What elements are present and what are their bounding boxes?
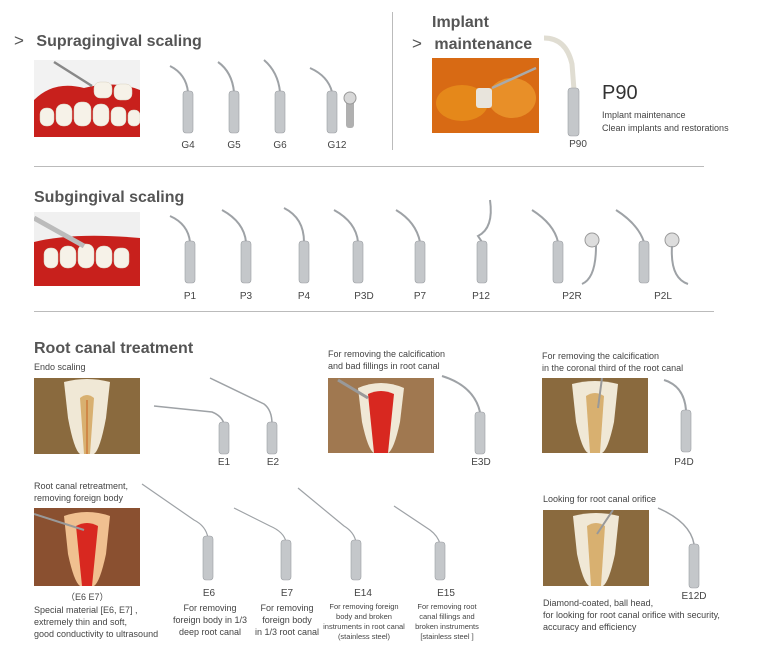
- sub-tips-drawing: [169, 199, 689, 285]
- tip-label-g4: G4: [181, 140, 195, 151]
- vertical-divider: [392, 12, 393, 150]
- e6-desc: For removing foreign body in 1/3 deep ro…: [168, 602, 252, 638]
- tip-label-p3: P3: [239, 291, 253, 302]
- special-line1: Special material [E6, E7] ,: [34, 605, 138, 615]
- diamond-line1: Diamond-coated, ball head,: [543, 598, 654, 608]
- chevron-right-icon: >: [412, 34, 422, 53]
- e15-desc-line1: For removing root: [417, 602, 477, 611]
- tip-label-p1: P1: [183, 291, 197, 302]
- implant-title-line2: maintenance: [434, 36, 533, 53]
- chevron-right-icon: >: [14, 31, 24, 50]
- e6e7-caption: （E6 E7）: [66, 592, 109, 602]
- calc-note: For removing the calcification and bad f…: [328, 348, 445, 372]
- e7-desc: For removing foreign body in 1/3 root ca…: [252, 602, 322, 638]
- orifice-note: Looking for root canal orifice: [543, 494, 657, 504]
- retreat-photo: [34, 508, 140, 586]
- e15-desc-line4: [stainless steel ]: [420, 632, 474, 641]
- tip-label-p4: P4: [297, 291, 311, 302]
- calc-note-line2: and bad fillings in root canal: [328, 361, 440, 371]
- e12d-photo: [543, 510, 649, 586]
- supra-title-text: Supragingival scaling: [36, 33, 202, 50]
- tip-label-p2r: P2R: [562, 291, 582, 302]
- e14-desc: For removing foreign body and broken ins…: [322, 602, 406, 642]
- supra-tips-drawing: [169, 59, 357, 134]
- tip-label-e3d: E3D: [471, 457, 491, 468]
- e15-desc: For removing root canal fillings and bro…: [408, 602, 486, 642]
- e15-desc-line3: broken instruments: [415, 622, 479, 631]
- e6-desc-line2: foreign body in 1/3: [172, 615, 248, 625]
- tip-label-p12: P12: [472, 291, 490, 302]
- tip-label-e15: E15: [437, 588, 455, 599]
- divider-1: [34, 166, 704, 167]
- supra-photo: [34, 60, 140, 137]
- p4d-photo: [542, 378, 648, 453]
- diamond-note: Diamond-coated, ball head, for looking f…: [543, 597, 720, 633]
- tip-label-p4d: P4D: [674, 457, 694, 468]
- e12d-tip-drawing: [657, 507, 700, 589]
- sub-photo: [34, 212, 140, 286]
- e3d-tip-drawing: [441, 375, 486, 455]
- tip-label-e12d: E12D: [681, 591, 707, 602]
- e7-desc-line1: For removing: [260, 603, 314, 613]
- tip-label-g5: G5: [227, 140, 241, 151]
- retreat-note: Root canal retreatment, removing foreign…: [34, 480, 128, 504]
- tip-label-e6: E6: [202, 588, 216, 599]
- tip-label-e7: E7: [280, 588, 294, 599]
- tip-label-e1: E1: [217, 457, 231, 468]
- e7-desc-line2: foreign body: [262, 615, 312, 625]
- tip-label-p3d: P3D: [354, 291, 374, 302]
- implant-section-title: Implant > maintenance: [412, 14, 532, 54]
- p4d-tip-drawing: [663, 379, 692, 453]
- implant-desc: Implant maintenance Clean implants and r…: [602, 109, 729, 135]
- special-line2: extremely thin and soft,: [34, 617, 128, 627]
- e14-desc-line4: (stainless steel): [337, 632, 391, 641]
- e14-desc-line3: instruments in root canal: [323, 622, 405, 631]
- diamond-line2: for looking for root canal orifice with …: [543, 610, 720, 620]
- retreat-note-line2: removing foreign body: [34, 493, 124, 503]
- sub-section-title: Subgingival scaling: [34, 189, 185, 206]
- calc-note-line1: For removing the calcification: [328, 349, 446, 359]
- e6-e7-e14-e15-drawing: [141, 483, 446, 581]
- coronal-note: For removing the calcification in the co…: [542, 350, 683, 374]
- tip-label-p90: P90: [569, 139, 587, 150]
- endo-scaling-note: Endo scaling: [34, 362, 86, 372]
- endo-photo: [34, 378, 140, 454]
- e3d-photo: [328, 378, 434, 453]
- implant-desc-line2: Clean implants and restorations: [602, 123, 729, 133]
- tip-label-e14: E14: [354, 588, 372, 599]
- retreat-note-line1: Root canal retreatment,: [34, 481, 129, 491]
- implant-photo: [432, 58, 539, 133]
- tip-label-e2: E2: [266, 457, 280, 468]
- e15-desc-line2: canal fillings and: [419, 612, 475, 621]
- divider-2: [34, 311, 714, 312]
- coronal-note-line2: in the coronal third of the root canal: [542, 363, 684, 373]
- tip-label-g6: G6: [273, 140, 287, 151]
- e6-desc-line3: deep root canal: [178, 627, 242, 637]
- p90-big-label: P90: [602, 82, 638, 104]
- special-material-note: Special material [E6, E7] , extremely th…: [34, 604, 158, 640]
- e14-desc-line2: body and broken: [336, 612, 392, 621]
- root-section-title: Root canal treatment: [34, 340, 194, 357]
- e7-desc-line3: in 1/3 root canal: [254, 627, 320, 637]
- tip-label-p2l: P2L: [654, 291, 672, 302]
- e1-e2-drawing: [153, 377, 278, 455]
- e6-desc-line1: For removing: [183, 603, 237, 613]
- implant-desc-line1: Implant maintenance: [602, 110, 686, 120]
- tip-label-g12: G12: [327, 140, 347, 151]
- p90-tip-drawing: [543, 35, 580, 137]
- diamond-line3: accuracy and efficiency: [543, 622, 637, 632]
- special-line3: good conductivity to ultrasound: [34, 629, 159, 639]
- supra-section-title: > Supragingival scaling: [14, 31, 202, 51]
- tip-label-p7: P7: [413, 291, 427, 302]
- coronal-note-line1: For removing the calcification: [542, 351, 660, 361]
- e14-desc-line1: For removing foreign: [329, 602, 399, 611]
- implant-title-line1: Implant: [432, 14, 489, 31]
